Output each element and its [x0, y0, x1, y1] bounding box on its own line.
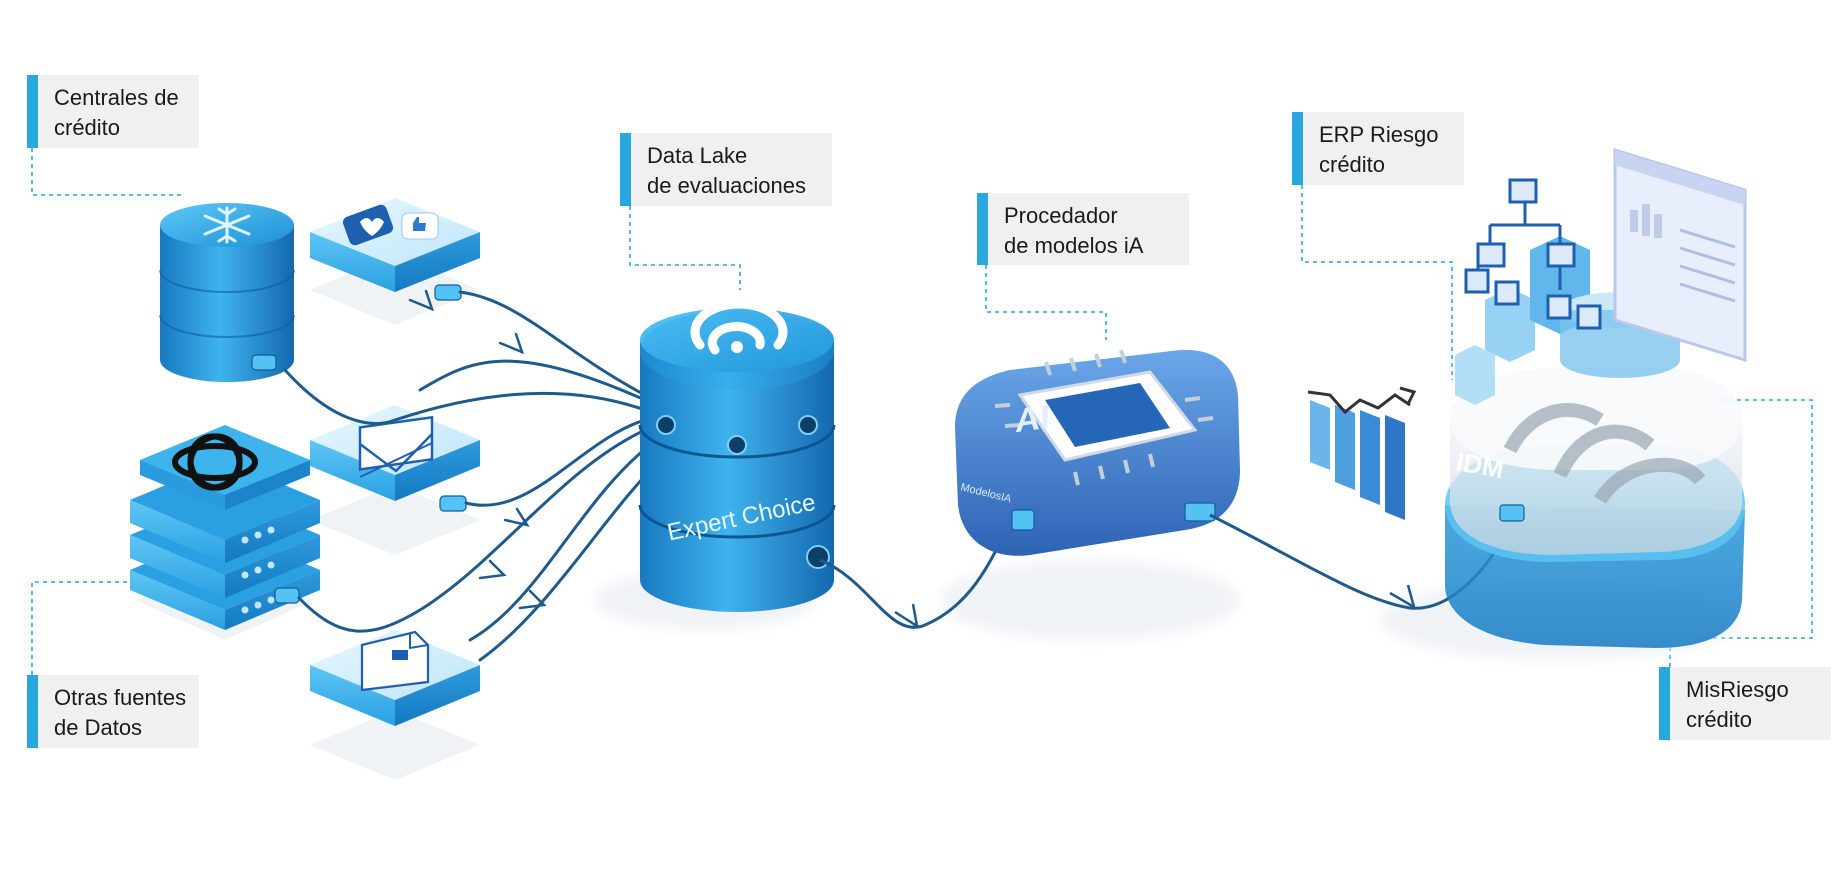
label-procesador-line1: Procedador: [1004, 203, 1118, 228]
leader-centrales: [31, 148, 185, 196]
label-otras-fuentes: Otras fuentes de Datos: [27, 675, 199, 748]
label-misriesgo: MisRiesgo crédito: [1659, 667, 1831, 740]
bar-chart-icon: [1307, 386, 1417, 520]
other-sources-server-icon: [130, 425, 320, 630]
label-centrales-line2: crédito: [54, 115, 121, 140]
datalake-cylinder-icon: [638, 299, 836, 612]
label-datalake-line2: de evaluaciones: [647, 173, 807, 198]
ai-chip-text: AI: [1015, 398, 1051, 440]
label-centrales-de-credito: Centrales de crédito: [27, 75, 199, 148]
expert-choice-logo-icon: [690, 299, 788, 355]
connectors-to-datalake: [283, 289, 662, 662]
leader-procesador: [985, 265, 1107, 340]
label-otras-line2: de Datos: [54, 715, 143, 740]
leader-otras: [31, 581, 130, 675]
social-tile-icon: [310, 198, 480, 301]
label-data-lake: Data Lake de evaluaciones: [620, 133, 832, 206]
email-tile-icon: [310, 405, 480, 512]
erp-platform-icon: [1445, 368, 1745, 648]
ai-processor-icon: [955, 349, 1240, 556]
label-otras-line1: Otras fuentes: [54, 685, 187, 710]
connector-datalake-to-processor: [819, 519, 1012, 629]
label-erp-line2: crédito: [1319, 152, 1386, 177]
label-misriesgo-line2: crédito: [1686, 707, 1753, 732]
leader-datalake: [629, 206, 741, 290]
label-procesador-modelos: Procedador de modelos iA: [977, 193, 1189, 265]
label-erp-line1: ERP Riesgo: [1319, 122, 1439, 147]
label-erp-riesgo: ERP Riesgo crédito: [1292, 112, 1464, 185]
leader-erp: [1301, 185, 1453, 380]
label-datalake-line1: Data Lake: [647, 143, 748, 168]
centrales-database-icon: [159, 203, 295, 382]
file-tile-icon: [310, 630, 480, 726]
label-misriesgo-line1: MisRiesgo: [1686, 677, 1789, 702]
label-procesador-line2: de modelos iA: [1004, 233, 1144, 258]
snowflake-icon: [203, 206, 251, 244]
dashboard-window-icon: [1613, 147, 1747, 363]
label-centrales-line1: Centrales de: [54, 85, 179, 110]
openai-logo-icon: [172, 433, 258, 491]
flowchart-icon: [1464, 178, 1602, 330]
